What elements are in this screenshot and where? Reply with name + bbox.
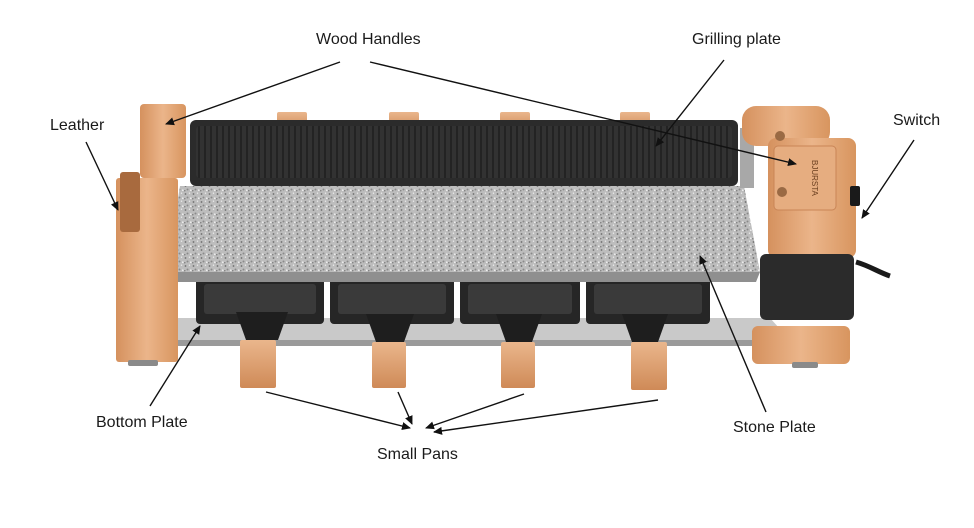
label-small-pans: Small Pans — [377, 446, 458, 463]
arrow-wood-handles-right — [369, 61, 797, 167]
pan-handles — [240, 340, 667, 390]
arrow-grilling-plate — [655, 59, 725, 147]
stone-plate — [166, 186, 760, 282]
label-switch: Switch — [893, 112, 941, 129]
arrow-small-pans-2 — [397, 391, 413, 425]
arrow-small-pans-3 — [425, 393, 525, 430]
arrow-leather — [85, 141, 119, 211]
label-wood-handles: Wood Handles — [316, 31, 421, 48]
brand-mark: BJURSTA — [810, 160, 819, 197]
label-bottom-plate: Bottom Plate — [96, 414, 188, 431]
label-stone-plate: Stone Plate — [733, 419, 816, 436]
arrow-small-pans-1 — [265, 391, 411, 430]
arrow-bottom-plate — [149, 325, 201, 407]
arrow-small-pans-4 — [433, 399, 659, 435]
grilling-plate — [190, 120, 754, 188]
label-grilling-plate: Grilling plate — [692, 31, 781, 48]
arrow-wood-handles-left — [165, 61, 341, 126]
small-pans — [196, 276, 710, 342]
arrow-stone-plate — [699, 255, 767, 413]
right-wood-end: BJURSTA — [742, 106, 891, 368]
left-wood-end — [116, 104, 186, 366]
label-leather: Leather — [50, 117, 105, 134]
callout-arrows — [85, 59, 915, 435]
arrow-switch — [861, 139, 915, 219]
